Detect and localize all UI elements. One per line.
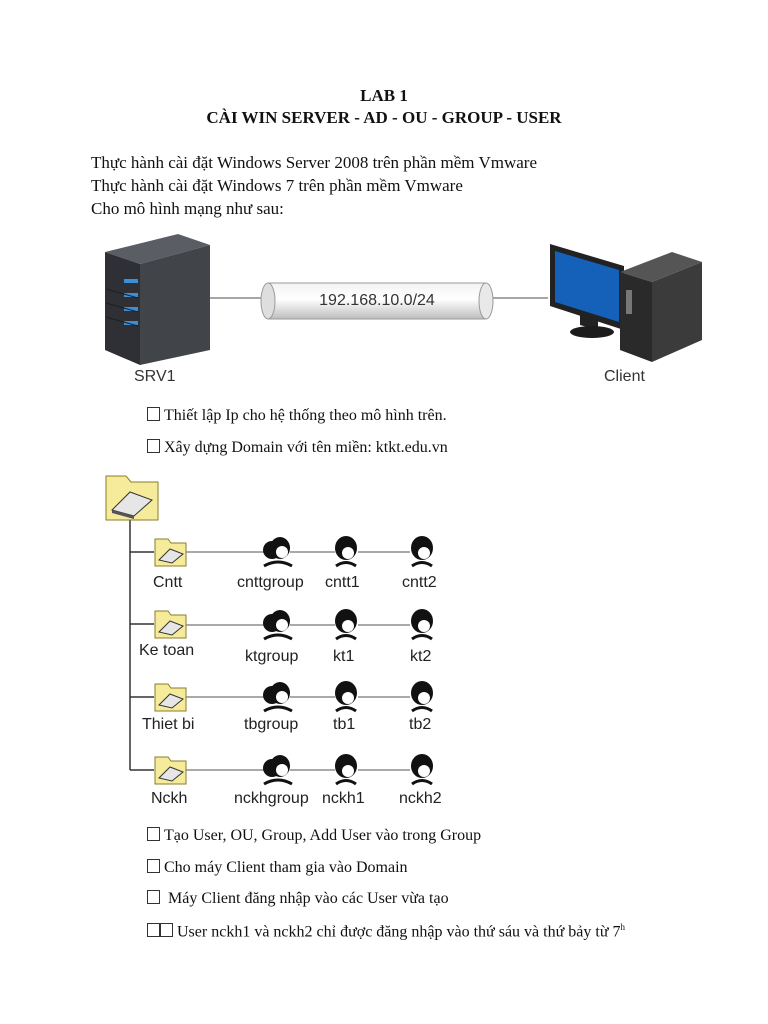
server-icon [105,234,210,365]
group-icon [263,682,293,713]
user-icon [335,681,357,713]
user-label: nckh2 [399,790,442,807]
task-text: Cho máy Client tham gia vào Domain [164,859,408,876]
user-icon [411,754,433,786]
user-label: kt1 [333,648,355,665]
ou-label: Cntt [153,574,183,591]
network-pipe [260,282,494,320]
lab-subtitle: CÀI WIN SERVER - AD - OU - GROUP - USER [206,108,562,127]
group-label: cnttgroup [237,574,304,591]
user-icon [335,536,357,568]
user-icon [411,609,433,641]
task-item: Cho máy Client tham gia vào Domain [147,859,408,877]
task-superscript: h [620,922,625,932]
client-pc-icon [550,244,702,362]
intro-line: Thực hành cài đặt Windows 7 trên phần mề… [91,176,463,195]
checkbox-icon [147,923,160,938]
group-label: ktgroup [245,648,299,665]
group-icon [263,755,293,786]
task-text: Máy Client đăng nhập vào các User vừa tạ… [164,890,449,907]
ou-folder-icon [154,683,187,712]
ou-label: Thiet bi [142,716,195,733]
checkbox-icon [147,890,160,904]
ou-folder-icon [154,756,187,785]
server-label: SRV1 [134,368,176,385]
ou-label: Nckh [151,790,188,807]
intro-line: Thực hành cài đặt Windows Server 2008 tr… [91,153,538,172]
subnet-label: 192.168.10.0/24 [319,292,435,309]
checkbox-icon [160,923,173,938]
ou-folder-icon [154,610,187,639]
group-icon [263,537,293,568]
user-label: cntt2 [402,574,437,591]
ou-folder-icon [154,538,187,567]
domain-folder-icon [105,475,159,521]
checkbox-icon [147,439,160,453]
group-label: nckhgroup [234,790,309,807]
user-icon [411,536,433,568]
user-icon [411,681,433,713]
task-text: Xây dựng Domain với tên miền: ktkt.edu.v… [164,439,448,456]
lab-title: LAB 1 [360,86,408,105]
checkbox-icon [147,859,160,873]
task-item: Máy Client đăng nhập vào các User vừa tạ… [147,890,449,908]
group-label: tbgroup [244,716,299,733]
user-label: kt2 [410,648,432,665]
task-item: Thiết lập Ip cho hệ thống theo mô hình t… [147,407,447,425]
user-label: nckh1 [322,790,365,807]
group-icon [263,610,293,641]
client-label: Client [604,368,645,385]
user-icon [335,754,357,786]
checkbox-icon [147,407,160,421]
task-text: Tạo User, OU, Group, Add User vào trong … [164,827,482,844]
ou-links [186,551,410,771]
intro-line: Cho mô hình mạng như sau: [91,199,284,218]
task-item: Tạo User, OU, Group, Add User vào trong … [147,827,481,845]
user-label: tb2 [409,716,432,733]
ad-tree [129,520,154,771]
ou-label: Ke toan [139,642,195,659]
user-label: cntt1 [325,574,360,591]
user-icon [335,609,357,641]
task-text: Thiết lập Ip cho hệ thống theo mô hình t… [164,407,447,424]
user-label: tb1 [333,716,356,733]
task-item: Xây dựng Domain với tên miền: ktkt.edu.v… [147,439,448,457]
task-item: User nckh1 và nckh2 chỉ được đăng nhập v… [147,922,625,941]
checkbox-icon [147,827,160,841]
task-text: User nckh1 và nckh2 chỉ được đăng nhập v… [177,923,621,941]
